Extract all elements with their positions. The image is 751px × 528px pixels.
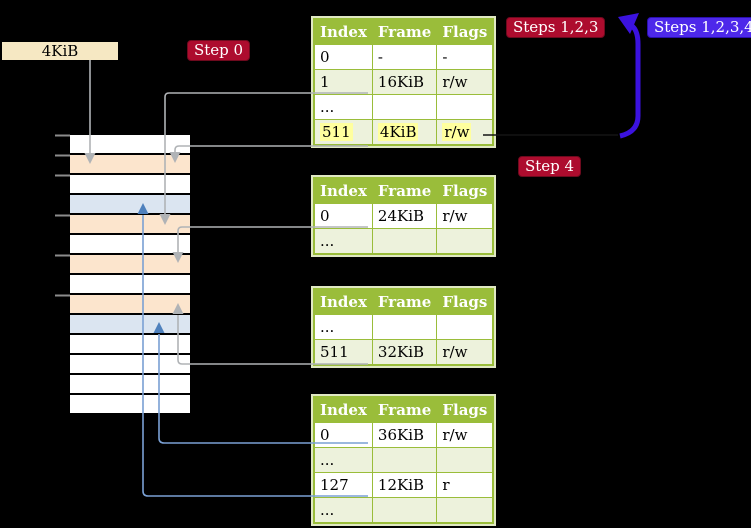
memory-frame-row-empty xyxy=(70,395,190,413)
table-cell: r/w xyxy=(436,422,494,448)
memory-frame-row-empty xyxy=(70,335,190,353)
table-cell: 0 xyxy=(313,44,373,70)
steps1234-badge: Steps 1,2,3,4 xyxy=(647,17,751,38)
table-cell: 16KiB xyxy=(371,69,438,95)
column-header: Flags xyxy=(436,177,494,204)
table-cell xyxy=(436,447,494,473)
column-header: Index xyxy=(313,177,373,204)
table-cell: ... xyxy=(313,94,373,120)
table-cell xyxy=(436,94,494,120)
table-cell: 0 xyxy=(313,422,373,448)
table-cell: 0 xyxy=(313,203,373,229)
step0-badge: Step 0 xyxy=(187,40,251,61)
table-cell: r/w xyxy=(436,339,494,366)
memory-frame-row-empty xyxy=(70,355,190,373)
table-cell: 24KiB xyxy=(371,203,438,229)
memory-frame-row-empty xyxy=(70,375,190,393)
table-cell: r/w xyxy=(436,119,494,146)
memory-frame-row-page-table xyxy=(70,255,190,273)
table-cell: 511 xyxy=(313,339,373,366)
table-cell: ... xyxy=(313,447,373,473)
memory-frame-row-page-table xyxy=(70,215,190,233)
column-header: Index xyxy=(313,288,373,315)
column-header: Frame xyxy=(371,177,438,204)
column-header: Flags xyxy=(436,288,494,315)
cr3-frame-label: 4KiB xyxy=(2,42,118,60)
physical-memory-column xyxy=(70,135,190,415)
table-cell: 36KiB xyxy=(371,422,438,448)
steps123-badge: Steps 1,2,3 xyxy=(506,17,606,38)
memory-frame-row-mapped-page xyxy=(70,195,190,213)
table-cell: ... xyxy=(313,314,373,340)
column-header: Frame xyxy=(371,396,438,423)
memory-frame-row-page-table xyxy=(70,155,190,173)
column-header: Flags xyxy=(436,18,494,45)
table-cell: 12KiB xyxy=(371,472,438,498)
step4-badge: Step 4 xyxy=(518,156,582,177)
memory-frame-row-empty xyxy=(70,135,190,153)
memory-tick-marks xyxy=(55,134,70,297)
memory-frame-row-page-table xyxy=(70,295,190,313)
table-cell xyxy=(371,497,438,524)
table-cell: ... xyxy=(313,497,373,524)
memory-frame-row-mapped-page xyxy=(70,315,190,333)
table-row: ... xyxy=(313,314,494,340)
table-cell: r xyxy=(436,472,494,498)
highlighted-entry-text: 4KiB xyxy=(377,123,419,141)
table-row: ... xyxy=(313,447,494,473)
table-cell: r/w xyxy=(436,69,494,95)
column-header: Frame xyxy=(371,288,438,315)
table-cell xyxy=(371,94,438,120)
column-header: Index xyxy=(313,18,373,45)
table-cell: - xyxy=(371,44,438,70)
table-row: 0-- xyxy=(313,44,494,70)
table-cell xyxy=(436,314,494,340)
memory-frame-row-empty xyxy=(70,175,190,193)
table-cell xyxy=(436,228,494,255)
table-row: ... xyxy=(313,497,494,524)
highlighted-entry-text: r/w xyxy=(442,123,472,141)
memory-frame-row-empty xyxy=(70,275,190,293)
table-cell xyxy=(371,447,438,473)
table-cell xyxy=(371,228,438,255)
table-cell: - xyxy=(436,44,494,70)
column-header: Frame xyxy=(371,18,438,45)
table-cell xyxy=(436,497,494,524)
recursive-loop-arrow xyxy=(618,13,641,139)
table-cell: 511 xyxy=(313,119,373,146)
memory-frame-row-empty xyxy=(70,235,190,253)
table-row: 511 4KiB r/w xyxy=(313,119,494,146)
table-row: ... xyxy=(313,228,494,255)
table-cell xyxy=(371,314,438,340)
table-cell: ... xyxy=(313,228,373,255)
column-header: Index xyxy=(313,396,373,423)
table-cell: 4KiB xyxy=(371,119,438,146)
table-cell: 1 xyxy=(313,69,373,95)
column-header: Flags xyxy=(436,396,494,423)
arrow-l4e511-to-4kib xyxy=(169,145,368,163)
highlighted-entry-text: 511 xyxy=(320,123,353,141)
table-cell: 127 xyxy=(313,472,373,498)
table-cell: r/w xyxy=(436,203,494,229)
table-row: ... xyxy=(313,94,494,120)
table-cell: 32KiB xyxy=(371,339,438,366)
